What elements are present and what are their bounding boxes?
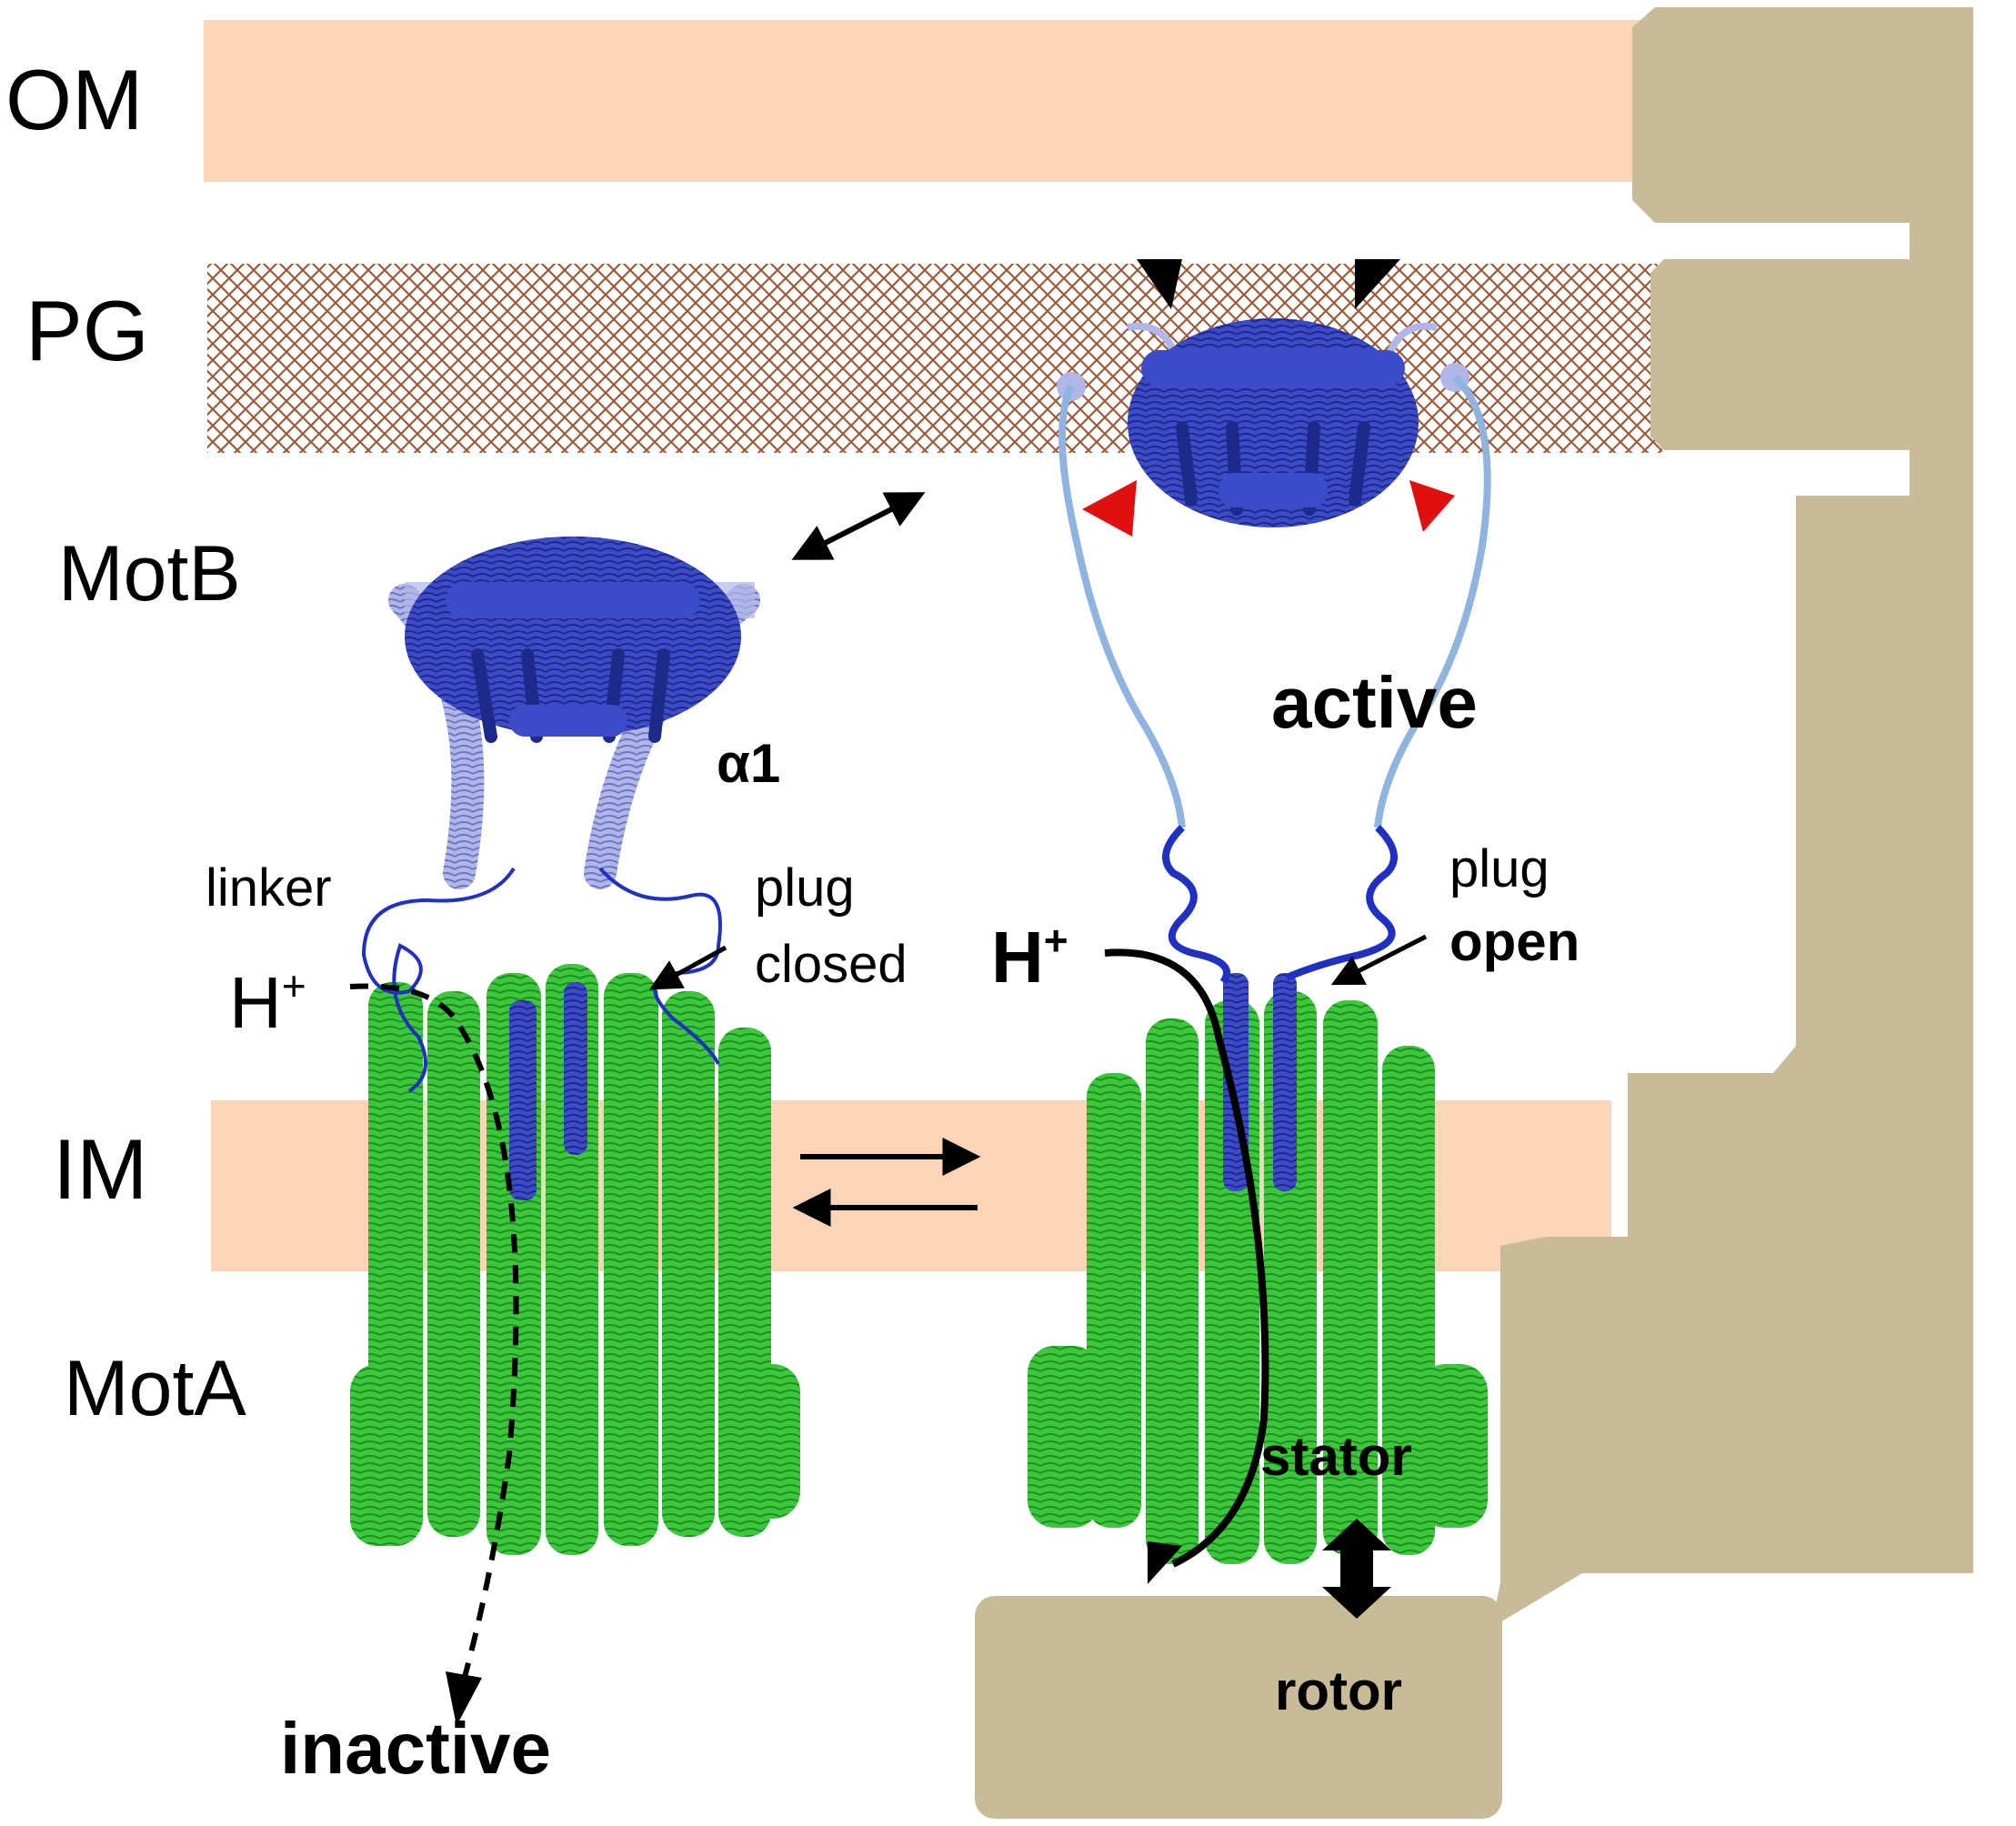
mota-inactive-cluster bbox=[350, 964, 800, 1555]
plug-state-closed: closed bbox=[755, 935, 908, 994]
proton-label-active: H+ bbox=[991, 917, 1068, 998]
pg-label: PG bbox=[25, 283, 149, 378]
proton-path-blocked bbox=[349, 983, 519, 1688]
stator-label: stator bbox=[1260, 1426, 1412, 1487]
proton-label-inactive: H+ bbox=[229, 962, 306, 1043]
plug-label-active: plug bbox=[1449, 839, 1550, 898]
motb-label: MotB bbox=[58, 530, 241, 617]
linker-right-chain bbox=[598, 867, 722, 1065]
active-linker-right-coil bbox=[1285, 825, 1398, 981]
linker-label: linker bbox=[206, 858, 332, 918]
active-linker-left-coil bbox=[1162, 825, 1231, 985]
stator-rotor-arrow bbox=[1322, 1519, 1391, 1619]
rotor-label: rotor bbox=[1275, 1660, 1402, 1721]
mota-label: MotA bbox=[64, 1345, 246, 1432]
linker-left-chain bbox=[361, 867, 516, 1093]
peptidoglycan-band bbox=[207, 264, 1662, 453]
motb-inactive-domain bbox=[388, 537, 760, 889]
om-label: OM bbox=[5, 52, 143, 147]
black-marker-left bbox=[1137, 259, 1182, 309]
red-marker-left bbox=[1082, 480, 1137, 537]
rotor-block bbox=[975, 1596, 1502, 1819]
red-marker-right bbox=[1409, 480, 1455, 532]
proton-path-open-head bbox=[1148, 1541, 1182, 1584]
active-linker-left bbox=[1058, 385, 1186, 828]
im-label: IM bbox=[53, 1121, 147, 1217]
plug-label-inactive: plug bbox=[755, 858, 855, 918]
proton-path-open bbox=[1104, 948, 1269, 1568]
plug-open-pointer bbox=[1330, 934, 1428, 986]
outer-membrane-band bbox=[204, 20, 1668, 182]
black-marker-right bbox=[1355, 259, 1400, 309]
plug-closed-pointer bbox=[648, 945, 727, 990]
inactive-state-label: inactive bbox=[280, 1708, 551, 1789]
proton-path-blocked-head bbox=[446, 1671, 482, 1726]
motor-housing-shape bbox=[1491, 7, 1973, 1628]
alpha1-label: α1 bbox=[717, 733, 780, 794]
plug-state-open: open bbox=[1449, 911, 1580, 972]
active-linker-right bbox=[1374, 375, 1491, 828]
motb-transition-arrow bbox=[791, 492, 926, 560]
motb-active-domain bbox=[1057, 318, 1469, 527]
active-state-label: active bbox=[1271, 662, 1478, 743]
